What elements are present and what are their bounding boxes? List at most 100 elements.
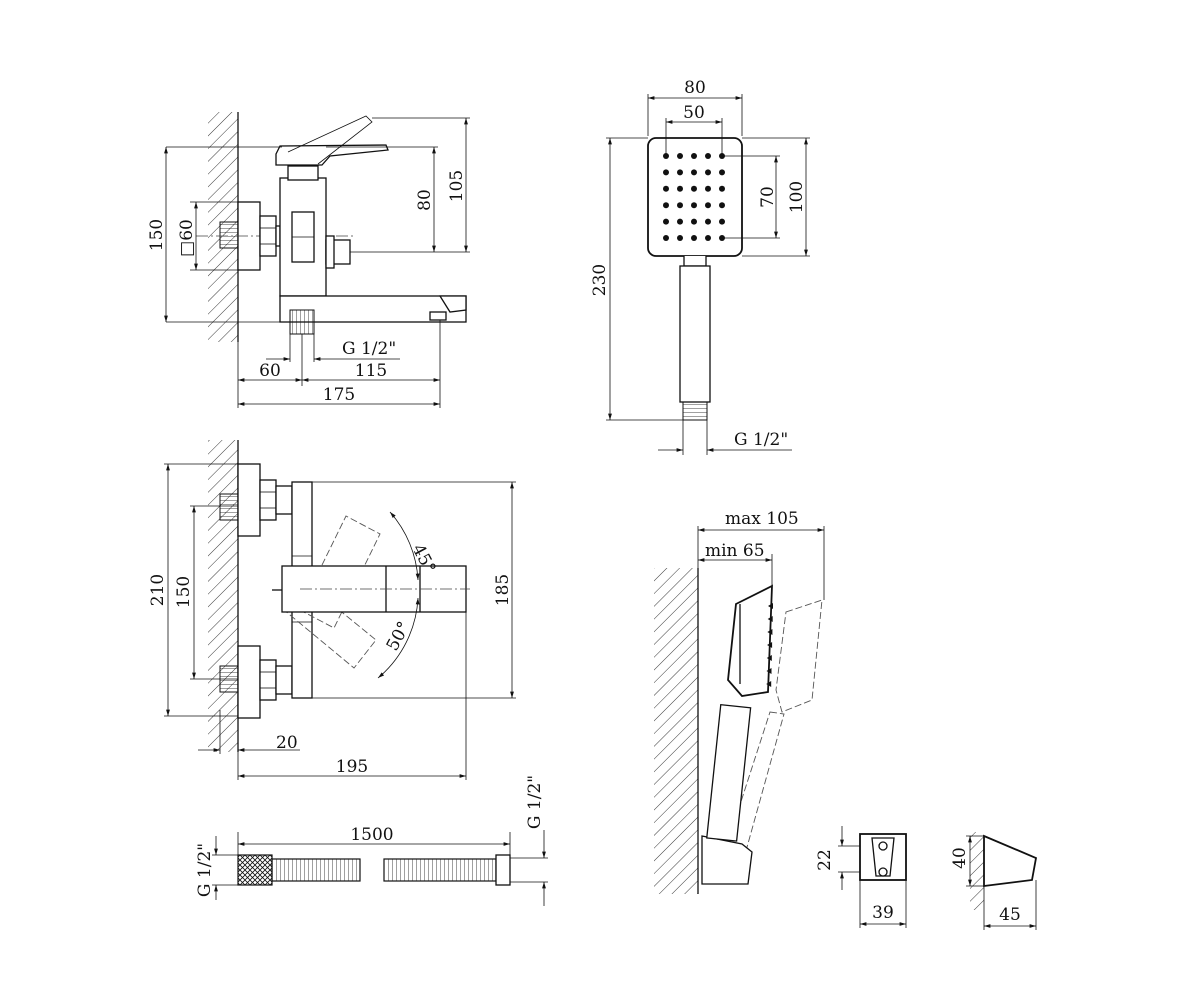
nozzle — [677, 235, 683, 241]
aerator — [429, 311, 447, 321]
dim-210: 210 — [148, 574, 168, 606]
nozzle — [677, 169, 683, 176]
nozzle — [677, 153, 683, 159]
dim-60: 60 — [259, 361, 281, 381]
lower-flange — [237, 645, 261, 719]
dim-100: 100 — [787, 181, 807, 213]
holder-neck — [706, 703, 752, 842]
threaded-inlet — [219, 221, 239, 249]
handle — [275, 144, 389, 166]
side-nozzle — [766, 668, 772, 674]
nozzle — [691, 202, 697, 209]
dim-max-105: max 105 — [725, 509, 799, 529]
nozzle — [691, 169, 697, 176]
wall-hatch-top — [208, 440, 238, 752]
dim-thread-shower: G 1/2" — [734, 430, 788, 450]
dim-80-width: 80 — [684, 78, 706, 98]
hose-nut-right — [495, 854, 511, 886]
nozzle — [691, 185, 697, 192]
dim-115: 115 — [355, 361, 387, 381]
upper-flange — [237, 463, 261, 537]
nozzle — [705, 169, 711, 176]
nozzle — [677, 202, 683, 209]
side-nozzle — [767, 616, 773, 622]
shower-outlet — [289, 309, 315, 335]
nozzle — [705, 218, 711, 225]
handle-neck — [287, 165, 319, 181]
hand-shower-view: 80 50 70 100 230 G 1/2" — [590, 78, 810, 455]
nozzle — [705, 185, 711, 192]
nozzle — [719, 202, 725, 209]
side-nozzle — [766, 681, 772, 687]
nozzle — [705, 153, 711, 159]
dim-thread-outlet: G 1/2" — [342, 339, 396, 359]
bracket-screw-top — [878, 841, 888, 851]
top-view: 210 150 185 45° 50° 20 195 — [148, 440, 516, 780]
side-nozzles — [766, 603, 773, 687]
nozzle — [719, 185, 725, 192]
angle-50: 50° — [383, 618, 415, 654]
side-nozzle — [767, 642, 773, 648]
dim-40: 40 — [950, 847, 970, 869]
dim-70: 70 — [758, 186, 778, 208]
nozzle — [691, 153, 697, 159]
shower-thread — [682, 401, 708, 421]
hose-nut-left — [237, 854, 273, 886]
nozzle — [663, 218, 669, 225]
side-nozzle — [768, 603, 773, 609]
holder-base — [701, 835, 753, 885]
hose-thread-left: G 1/2" — [195, 843, 215, 897]
nozzle — [663, 185, 669, 192]
hose-section-left — [271, 858, 361, 882]
dim-175: 175 — [323, 385, 355, 405]
dim-39: 39 — [872, 903, 894, 923]
dim-min-65: min 65 — [705, 541, 765, 561]
hose-thread-right: G 1/2" — [525, 775, 545, 829]
dim-45: 45 — [999, 905, 1021, 925]
nozzle — [719, 218, 725, 225]
handle-rotated-45 — [299, 515, 381, 629]
dim-square-60: □60 — [177, 219, 197, 257]
nozzle — [663, 235, 669, 241]
wall-hatch-bracket — [970, 832, 984, 910]
bracket-side — [983, 834, 1038, 888]
shower-handle — [679, 265, 711, 403]
dim-230: 230 — [590, 264, 610, 296]
nozzle — [691, 218, 697, 225]
dim-105: 105 — [447, 170, 467, 202]
bracket-side-view: 40 45 — [950, 832, 1038, 930]
shower-head-side — [727, 584, 773, 697]
nozzle — [719, 169, 725, 176]
bracket-front-view: 22 39 — [815, 826, 907, 928]
nozzle — [663, 202, 669, 209]
side-nozzle — [767, 629, 773, 635]
nozzle — [691, 235, 697, 241]
wall-holder-view: max 105 min 65 — [654, 509, 825, 894]
angle-arc-45 — [389, 511, 420, 581]
nut — [259, 215, 277, 257]
dim-150-spacing: 150 — [174, 576, 194, 608]
handle-raised-outline — [287, 115, 373, 165]
shower-neck — [683, 256, 707, 267]
nozzle — [705, 202, 711, 209]
hose-view: 1500 G 1/2" G 1/2" — [195, 775, 548, 906]
side-nozzle — [766, 655, 772, 661]
angle-arc-50 — [377, 597, 420, 679]
dim-150-height: 150 — [147, 219, 167, 251]
dim-20: 20 — [276, 733, 298, 753]
wall-hatch-holder — [654, 568, 698, 894]
nozzle — [705, 235, 711, 241]
bracket-screw-bottom — [878, 867, 888, 877]
side-view: 150 □60 80 105 G 1/2" 60 115 175 — [147, 112, 470, 408]
nozzle — [677, 185, 683, 192]
dim-22: 22 — [815, 849, 835, 871]
hose-section-right — [383, 858, 497, 882]
dim-1500: 1500 — [350, 825, 393, 845]
dim-80: 80 — [415, 189, 435, 211]
nozzle — [663, 169, 669, 176]
nozzle — [677, 218, 683, 225]
upper-inlet-thread — [219, 493, 239, 521]
dim-50: 50 — [683, 103, 705, 123]
dim-195: 195 — [336, 757, 368, 777]
